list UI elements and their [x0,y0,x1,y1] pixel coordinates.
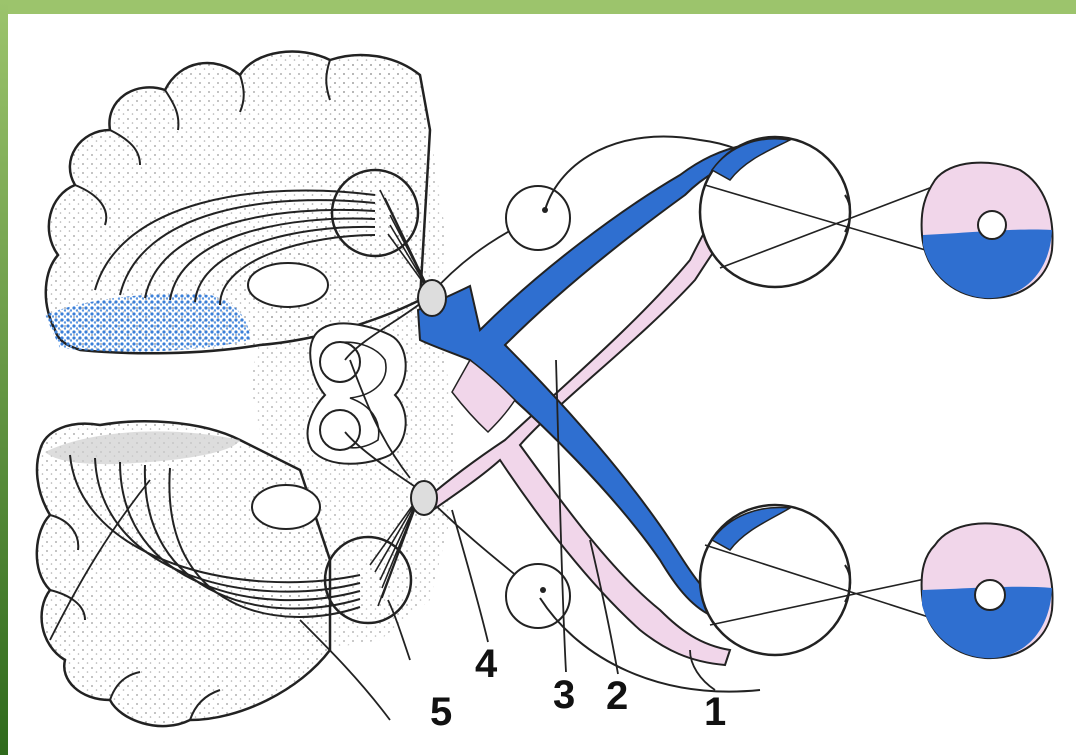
visual-field-icon-lower [922,523,1053,658]
nucleus-oval-lower [252,485,320,529]
callout-label-1: 1 [704,692,726,732]
nucleus-oval-upper [248,263,328,307]
nucleus-circle-icon-ciliary-upper [506,186,570,250]
tract-section-upper [418,280,446,316]
callout-label-4: 4 [475,644,497,684]
eye-icon-upper [700,137,850,287]
callout-label-5: 5 [430,692,452,732]
ganglion-dot-lower [540,587,546,593]
callout-label-3: 3 [553,675,575,715]
nucleus-circle-icon-midbrain-upper [320,342,360,382]
nucleus-circle-icon-ciliary-lower [506,564,570,628]
nucleus-circle-icon-midbrain-lower [320,410,360,450]
callout-label-2: 2 [606,676,628,716]
visual-field-icon-upper [922,163,1053,299]
eye-icon-lower [700,505,850,655]
tract-section-lower [411,481,437,515]
